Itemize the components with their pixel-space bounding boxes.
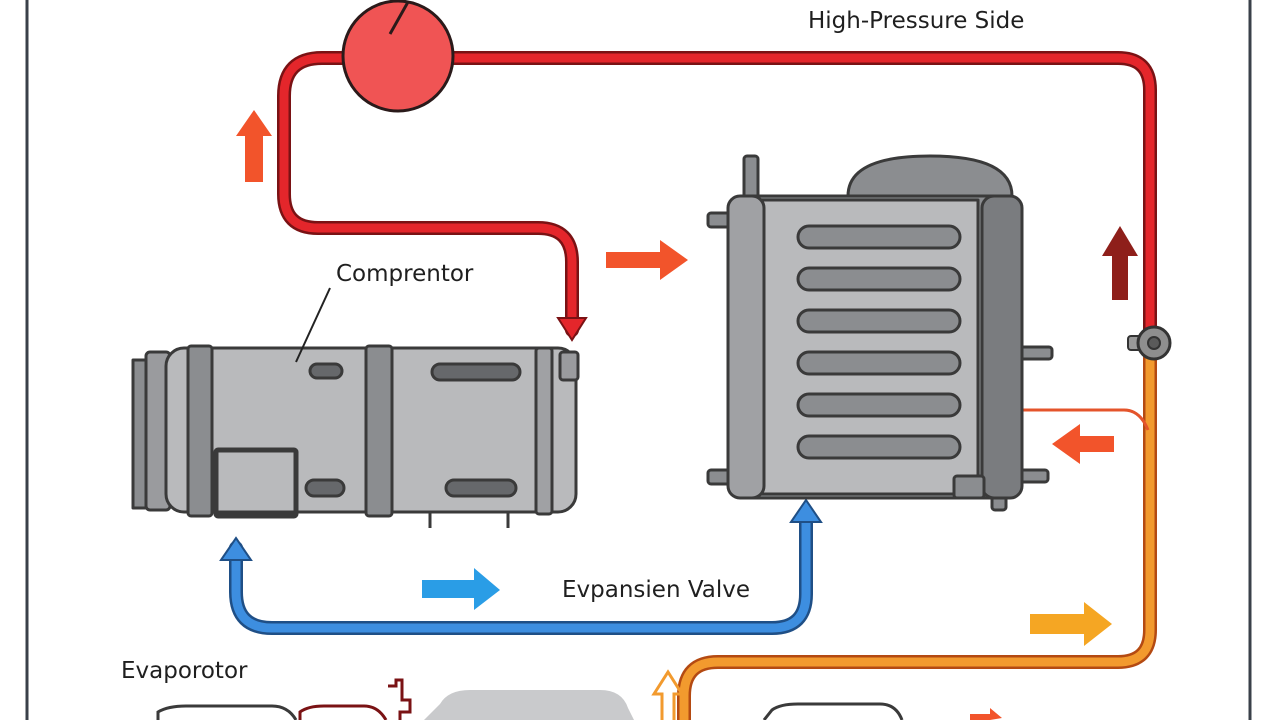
- cool-arrowhead-right: [789, 498, 823, 523]
- valve-icon: [1127, 325, 1172, 361]
- compressor-unit: [131, 287, 580, 528]
- hot-refrigerant-line: [277, 51, 1157, 342]
- flow-arrow-icon: [236, 110, 1138, 720]
- compressor-label: Comprentor: [336, 261, 474, 287]
- high-pressure-side-label: High-Pressure Side: [808, 8, 1024, 34]
- gauge-icon: [341, 0, 455, 113]
- cool-arrowhead-left: [219, 536, 253, 561]
- cool-refrigerant-line: [219, 498, 823, 635]
- hot-line-arrowhead: [556, 317, 588, 342]
- condenser-unit: [706, 154, 1054, 512]
- evaporator-unit: [156, 678, 904, 720]
- warm-refrigerant-line: [677, 348, 1157, 720]
- expansion-valve-label: Evpansien Valve: [562, 577, 750, 603]
- warm-branch-line: [1022, 408, 1150, 431]
- evaporator-label: Evaporotor: [121, 658, 248, 684]
